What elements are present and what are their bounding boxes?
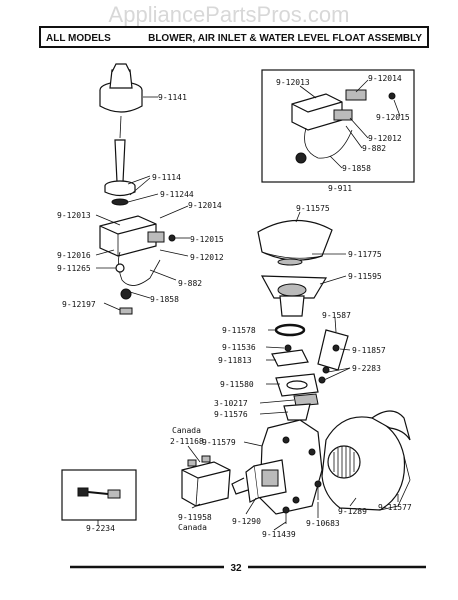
label-9-1858-left: 9-1858 <box>150 295 179 304</box>
label-9-1858-inset: 9-1858 <box>342 164 371 173</box>
label-9-12014-left: 9-12014 <box>188 201 222 210</box>
label-9-11857: 9-11857 <box>352 346 386 355</box>
label-9-12197: 9-12197 <box>62 300 96 309</box>
label-2-11168: 2-11168 <box>170 437 204 446</box>
leaders-blower <box>97 441 399 531</box>
label-9-1289: 9-1289 <box>338 507 367 516</box>
label-9-12013-inset: 9-12013 <box>276 78 310 87</box>
label-9-1141: 9-1141 <box>158 93 187 102</box>
label-9-11244: 9-11244 <box>160 190 194 199</box>
label-9-882-left: 9-882 <box>178 279 202 288</box>
inset-frame <box>261 69 415 183</box>
label-9-11775: 9-11775 <box>348 250 382 259</box>
label-9-10683: 9-10683 <box>306 519 340 528</box>
leaders-left <box>95 96 190 311</box>
wire-harness-inset <box>61 469 137 521</box>
air-inlet-cover <box>257 219 333 266</box>
label-9-11578: 9-11578 <box>222 326 256 335</box>
label-9-12013-left: 9-12013 <box>57 211 91 220</box>
label-9-11265: 9-11265 <box>57 264 91 273</box>
blower-housing <box>321 410 411 511</box>
label-9-11958: 9-11958 <box>178 513 212 522</box>
label-9-12015-left: 9-12015 <box>190 235 224 244</box>
label-9-11575: 9-11575 <box>296 204 330 213</box>
page-footer: 32 <box>70 563 426 574</box>
air-inlet-housing <box>260 275 328 317</box>
label-9-11577: 9-11577 <box>378 503 412 512</box>
blower-motor <box>231 459 287 503</box>
inset-switch-assembly <box>261 69 415 183</box>
label-9-12014-inset: 9-12014 <box>368 74 402 83</box>
header-frame <box>39 26 429 48</box>
blower-screws <box>282 480 322 524</box>
label-9-12012-inset: 9-12012 <box>368 134 402 143</box>
label-9-911-inset: 9-911 <box>328 184 352 193</box>
leaders-inlet <box>259 211 351 415</box>
inlet-gaskets <box>271 323 319 421</box>
label-9-11580: 9-11580 <box>220 380 254 389</box>
harness-frame <box>61 469 137 521</box>
label-canada-bottom: Canada <box>178 523 207 532</box>
label-9-1587: 9-1587 <box>322 311 351 320</box>
page-number: 32 <box>230 563 242 574</box>
label-3-10217: 3-10217 <box>214 399 248 408</box>
label-9-11813: 9-11813 <box>218 356 252 365</box>
label-9-12012-left: 9-12012 <box>190 253 224 262</box>
air-inlet-clamp-and-screws <box>317 329 349 384</box>
pressure-switch-knob <box>99 63 143 139</box>
label-9-12015-inset: 9-12015 <box>376 113 410 122</box>
label-canada-top: Canada <box>172 426 201 435</box>
watermark-text: AppliancePartsPros.com <box>109 2 350 27</box>
header-banner: ALL MODELS BLOWER, AIR INLET & WATER LEV… <box>39 26 429 48</box>
label-9-2283: 9-2283 <box>352 364 381 373</box>
label-9-11576: 9-11576 <box>214 410 248 419</box>
label-9-882-inset: 9-882 <box>362 144 386 153</box>
label-9-1290: 9-1290 <box>232 517 261 526</box>
switch-bracket-left <box>99 215 186 315</box>
label-9-1114: 9-1114 <box>152 173 181 182</box>
header-assembly-title: BLOWER, AIR INLET & WATER LEVEL FLOAT AS… <box>148 33 422 44</box>
label-9-11595: 9-11595 <box>348 272 382 281</box>
label-9-11579: 9-11579 <box>202 438 236 447</box>
label-9-12016: 9-12016 <box>57 251 91 260</box>
label-9-11536: 9-11536 <box>222 343 256 352</box>
canada-relay-box <box>181 455 231 507</box>
pressure-switch-shaft <box>104 139 136 206</box>
header-models: ALL MODELS <box>46 33 111 44</box>
label-9-2234: 9-2234 <box>86 524 115 533</box>
label-9-11439: 9-11439 <box>262 530 296 539</box>
